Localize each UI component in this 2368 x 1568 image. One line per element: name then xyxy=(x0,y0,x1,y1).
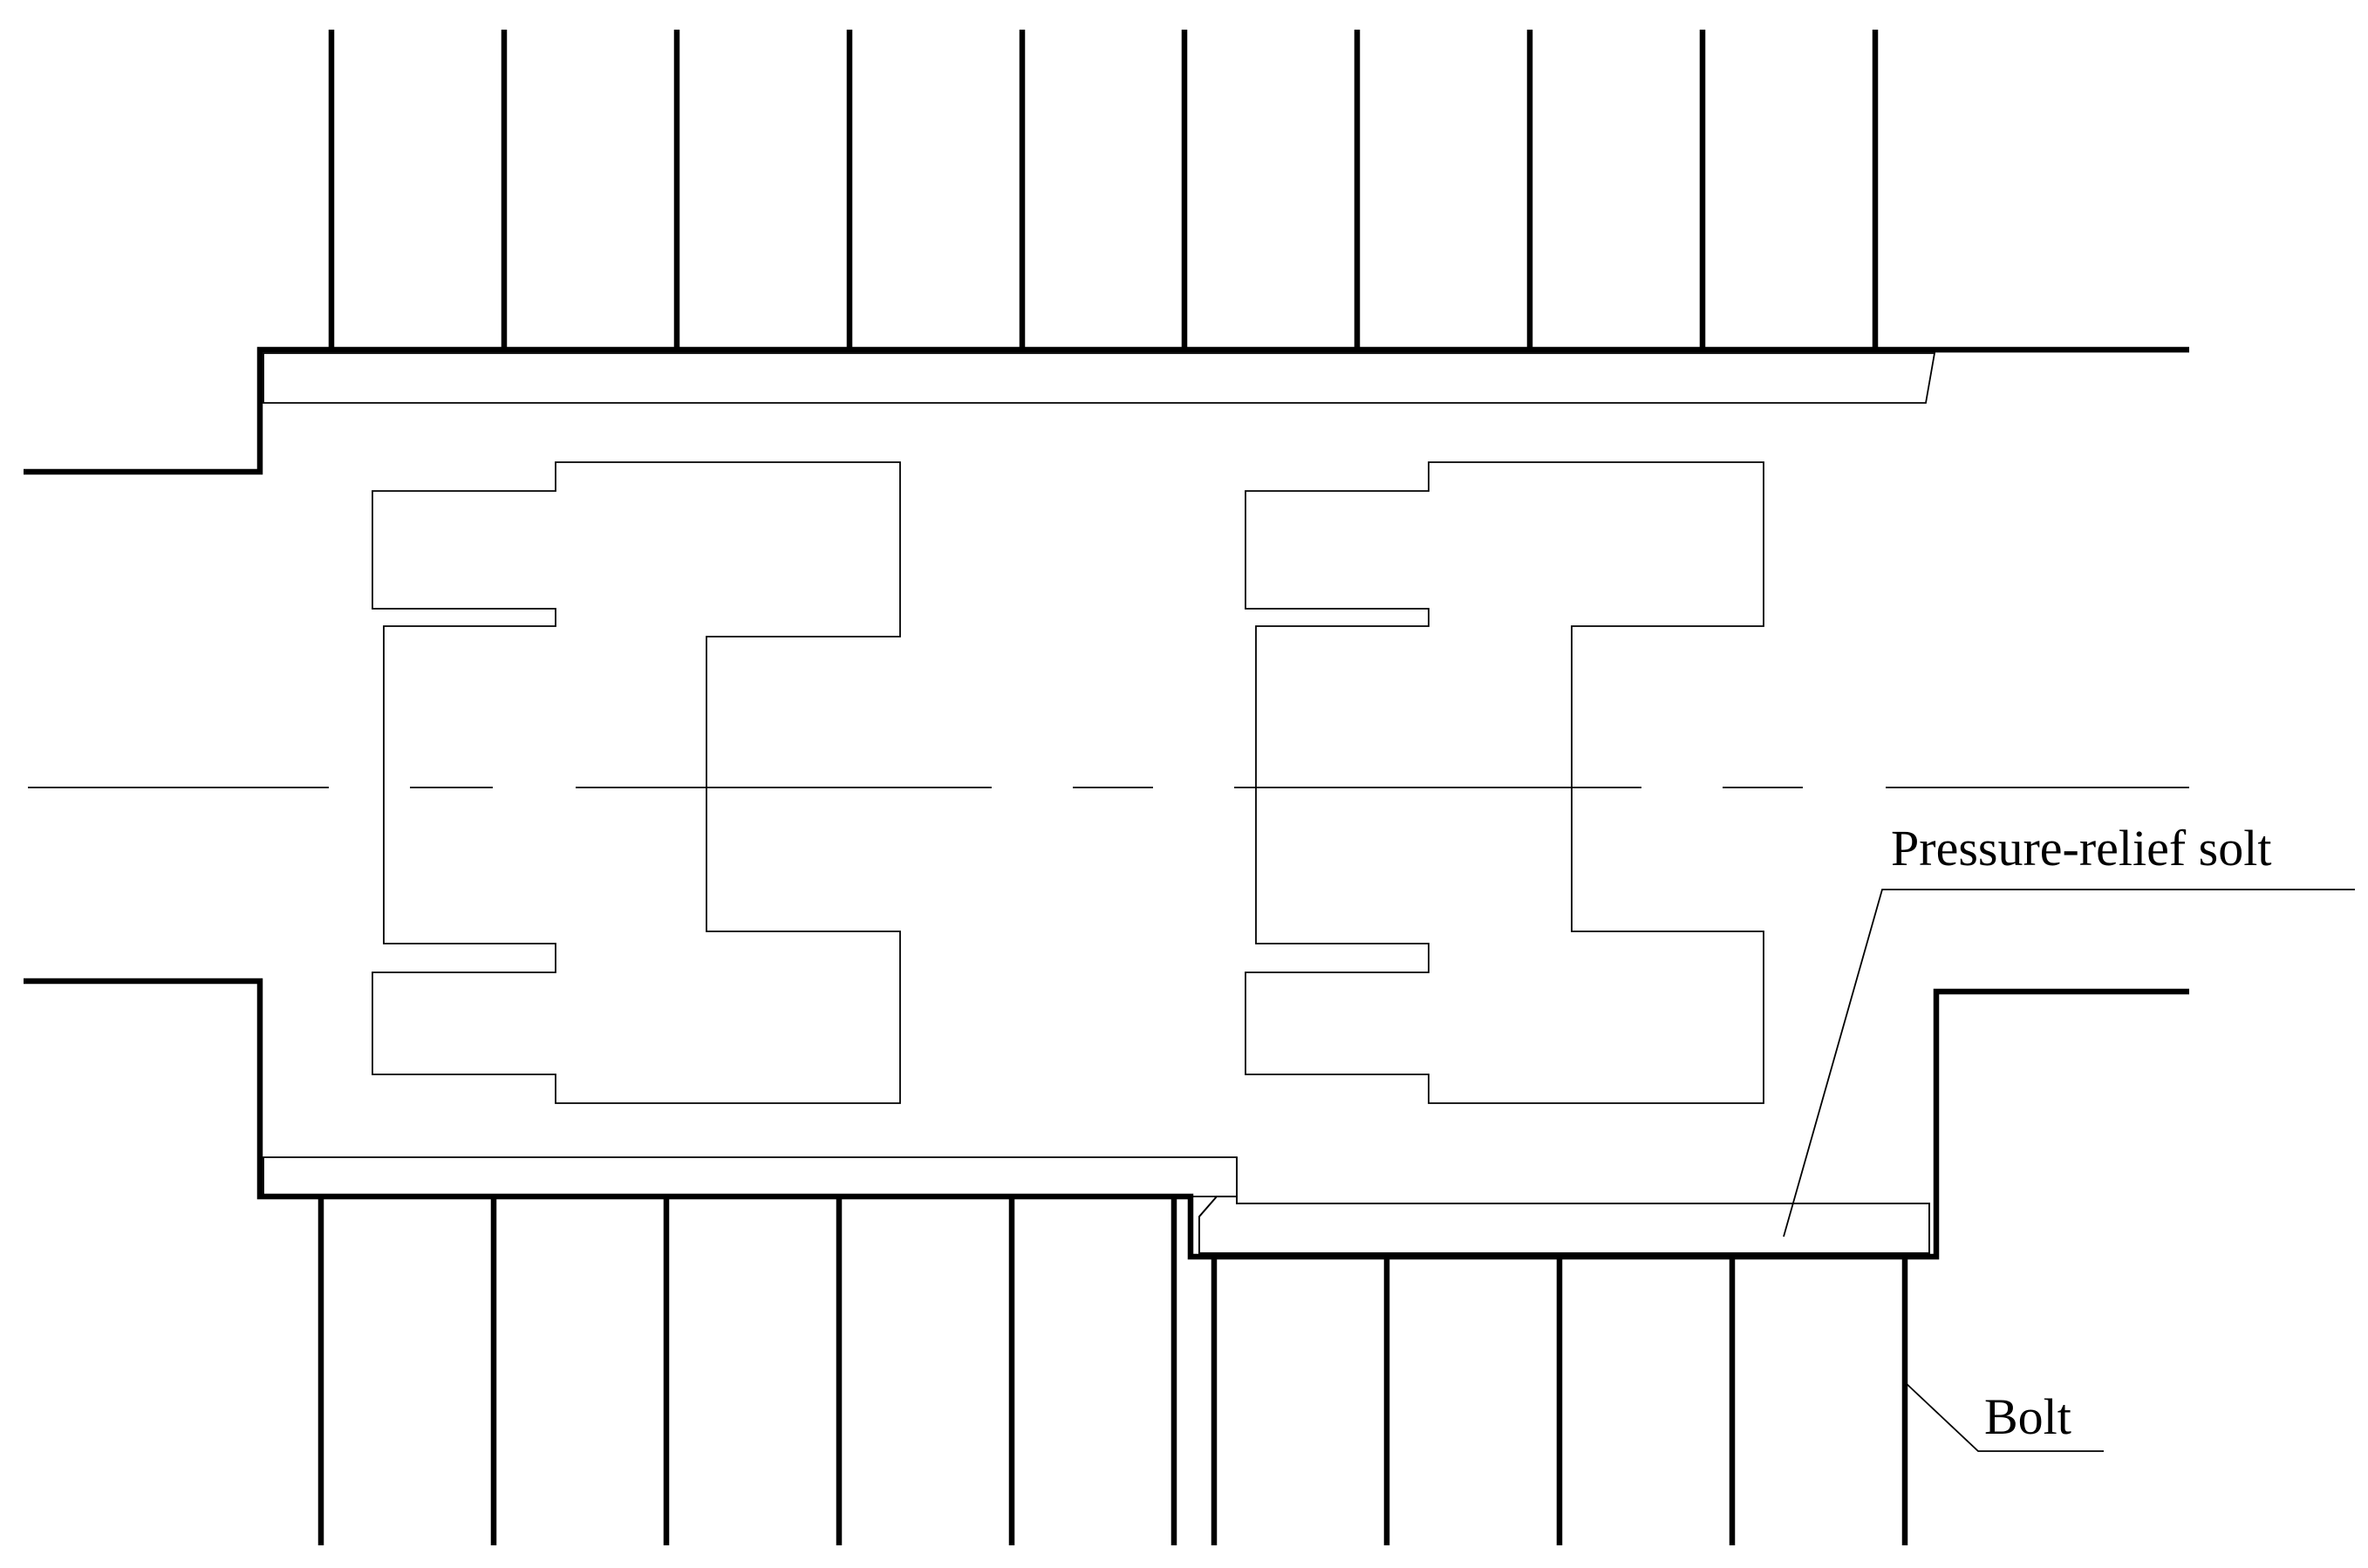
wall-outline-top xyxy=(24,346,2189,475)
upper-bolts xyxy=(328,30,1879,350)
lower-liner-right xyxy=(1198,1157,1930,1254)
wall-outline-bottom xyxy=(24,978,2189,1260)
piston-block-right xyxy=(1245,461,1764,1104)
lower-liner-left xyxy=(263,1156,1238,1197)
annotation-bolt: Bolt xyxy=(1904,1381,2104,1452)
upper-liner xyxy=(263,352,1936,404)
pressure-relief-label: Pressure-relief solt xyxy=(1891,820,2271,876)
piston-block-left xyxy=(372,461,901,1104)
lower-bolts xyxy=(317,1196,1908,1545)
annotation-pressure-relief: Pressure-relief solt xyxy=(1783,820,2355,1237)
bolt-label: Bolt xyxy=(1984,1388,2071,1445)
